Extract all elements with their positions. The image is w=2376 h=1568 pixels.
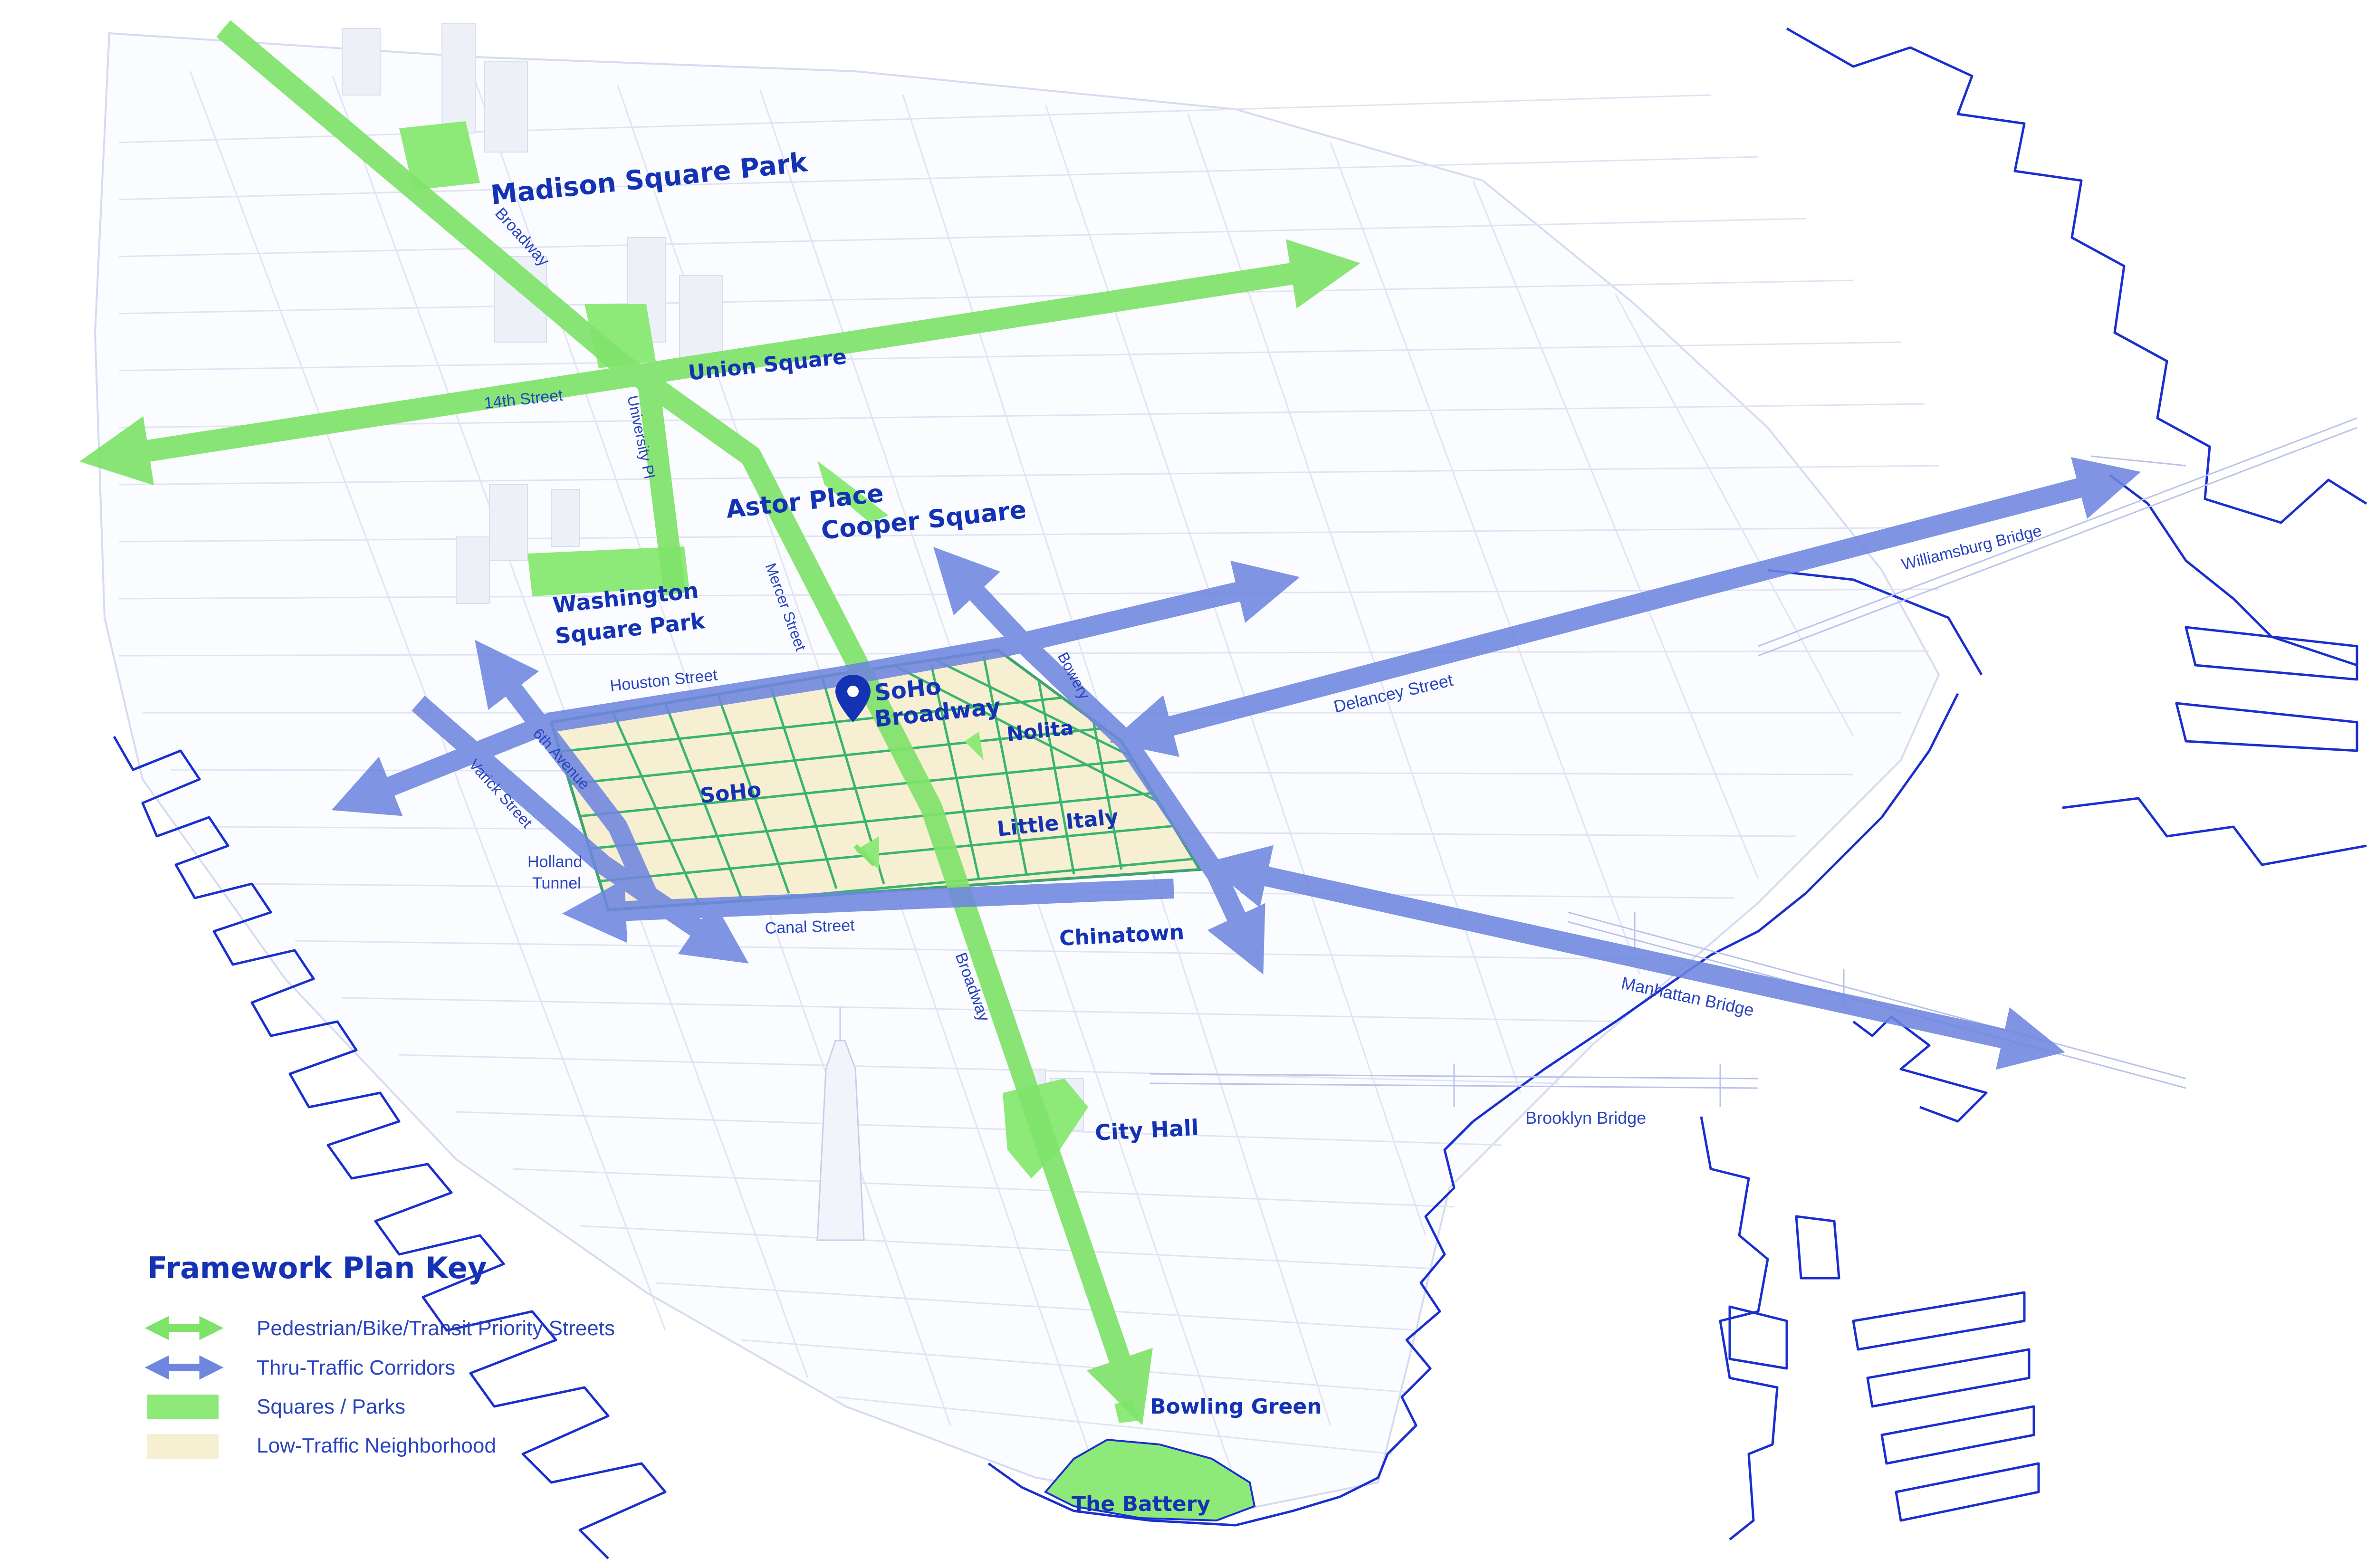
legend-title: Framework Plan Key — [147, 1251, 487, 1285]
legend-label-thru-traffic: Thru-Traffic Corridors — [257, 1356, 455, 1379]
park-madison-square — [399, 121, 480, 190]
label-bowling-green: Bowling Green — [1150, 1395, 1322, 1419]
label-city-hall: City Hall — [1094, 1115, 1199, 1146]
legend-item-thru-traffic: Thru-Traffic Corridors — [144, 1355, 455, 1380]
legend-item-pedestrian: Pedestrian/Bike/Transit Priority Streets — [144, 1316, 615, 1340]
legend-item-low-traffic: Low-Traffic Neighborhood — [147, 1434, 496, 1459]
legend: Framework Plan Key Pedestrian/Bike/Trans… — [144, 1251, 615, 1459]
label-brooklyn-bridge: Brooklyn Bridge — [1525, 1108, 1646, 1128]
broadway-south-connector — [853, 844, 876, 867]
legend-label-pedestrian: Pedestrian/Bike/Transit Priority Streets — [257, 1317, 615, 1340]
traffic-varick-holland — [412, 696, 749, 964]
map-pin-icon[interactable] — [835, 675, 871, 722]
one-wtc-building — [816, 1040, 865, 1241]
label-holland-tunnel-line2: Tunnel — [532, 874, 581, 892]
ped-route-university-pl — [635, 364, 686, 595]
ped-route-14th-street — [79, 239, 1360, 486]
legend-label-low-traffic: Low-Traffic Neighborhood — [257, 1434, 496, 1457]
legend-label-squares-parks: Squares / Parks — [257, 1395, 405, 1418]
park-the-battery — [1044, 1438, 1256, 1522]
green-swatch-icon — [147, 1395, 219, 1419]
legend-item-squares-parks: Squares / Parks — [147, 1395, 405, 1419]
traffic-manhattan-bridge — [1204, 845, 2065, 1070]
label-holland-tunnel-line1: Holland — [527, 853, 582, 871]
beige-swatch-icon — [147, 1434, 219, 1459]
label-canal-street: Canal Street — [765, 916, 855, 937]
traffic-delancey-williamsburg — [1109, 457, 2141, 757]
label-the-battery: The Battery — [1072, 1492, 1210, 1516]
